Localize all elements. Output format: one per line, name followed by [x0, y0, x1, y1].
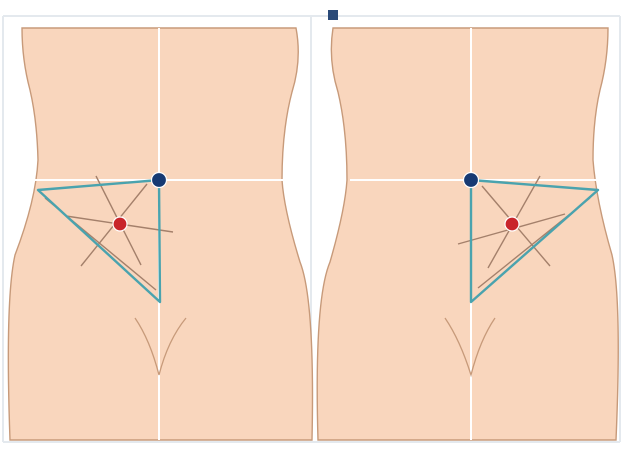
right-torso [317, 28, 618, 440]
right-navel-icon [464, 173, 479, 188]
right-centroid-icon [505, 217, 519, 231]
left-torso-panel [8, 28, 312, 440]
left-navel-icon [152, 173, 167, 188]
right-torso-panel [317, 28, 618, 440]
top-marker-icon [328, 10, 338, 20]
left-centroid-icon [113, 217, 127, 231]
